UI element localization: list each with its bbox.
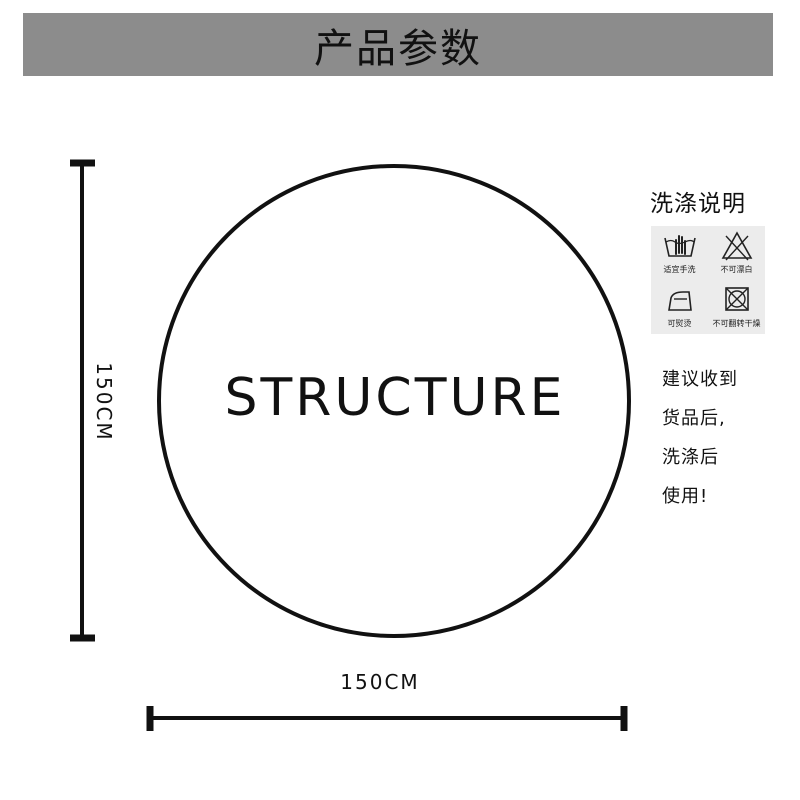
no-bleach-icon [721,231,752,261]
care-label: 不可漂白 [720,265,753,274]
care-label: 可熨烫 [667,319,692,328]
hand-wash-icon [663,235,696,257]
advice-line: 货品后, [662,408,726,429]
advice-line: 洗涤后 [662,447,719,468]
height-label: 150CM [92,362,116,442]
care-label: 不可翻转干燥 [712,319,761,328]
care-symbols-panel: 适宜手洗 不可漂白 可熨烫 不可翻转干燥 [651,226,765,334]
product-name: STRUCTURE [224,368,566,428]
page-title: 产品参数 [314,25,482,72]
care-title: 洗涤说明 [650,191,746,217]
care-item-hand-wash: 适宜手洗 [651,226,708,280]
width-dimension-line [146,706,628,731]
care-item-iron: 可熨烫 [651,280,708,334]
care-item-no-bleach: 不可漂白 [708,226,765,280]
width-label: 150CM [340,670,420,694]
advice-line: 建议收到 [662,369,738,390]
advice-line: 使用! [662,486,709,507]
header-bar: 产品参数 [23,13,773,76]
care-item-no-tumble-dry: 不可翻转干燥 [708,280,765,334]
no-tumble-dry-icon [724,287,749,311]
height-dimension-line [70,159,95,642]
iron-icon [667,291,692,311]
care-label: 适宜手洗 [663,265,696,274]
round-rug-outline [157,164,631,638]
